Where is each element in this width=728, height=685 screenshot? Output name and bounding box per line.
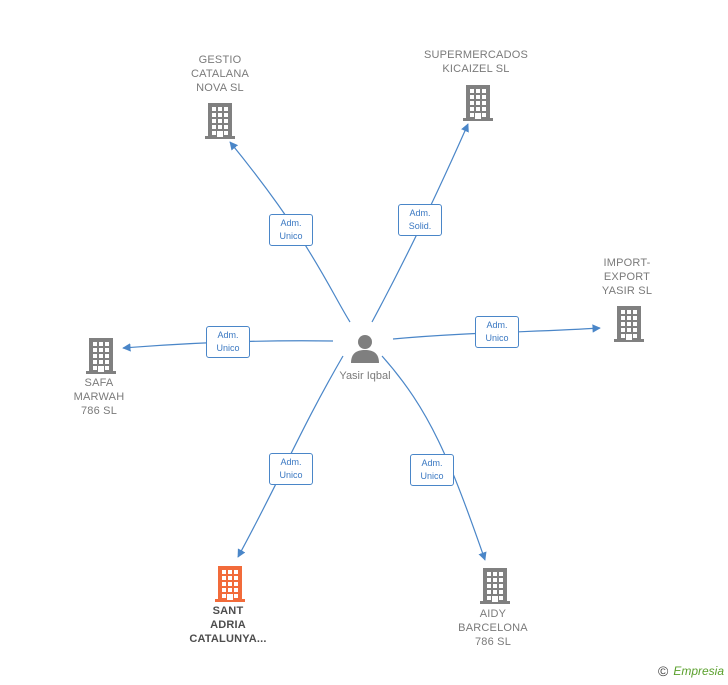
edge-aidy [381,355,487,561]
edge-gestio [229,141,351,323]
building-icon[interactable] [463,85,493,126]
role-badge-gestio: Adm. Unico [269,214,313,246]
building-icon[interactable] [205,103,235,144]
role-badge-sant: Adm. Unico [269,453,313,485]
center-person-name[interactable]: Yasir Iqbal [339,370,391,382]
brand-name[interactable]: Empresia [673,664,724,678]
role-badge-safa: Adm. Unico [206,326,250,358]
footer-brand: © Empresia [658,663,724,679]
building-icon[interactable] [215,566,245,607]
building-icon[interactable] [480,568,510,609]
role-badge-import: Adm. Unico [475,316,519,348]
building-icon[interactable] [86,338,116,379]
company-label-aidy[interactable]: AIDY BARCELONA 786 SL [458,608,528,648]
company-label-safa[interactable]: SAFA MARWAH 786 SL [73,377,125,417]
building-icon[interactable] [614,306,644,347]
role-badge-aidy: Adm. Unico [410,454,454,486]
copyright-symbol: © [657,663,669,679]
company-label-supermercados[interactable]: SUPERMERCADOS KICAIZEL SL [423,49,529,75]
person-icon[interactable] [349,333,381,370]
company-label-sant[interactable]: SANT ADRIA CATALUNYA... [189,605,267,645]
company-label-gestio[interactable]: GESTIO CATALANA NOVA SL [190,54,250,94]
role-badge-supermercados: Adm. Solid. [398,204,442,236]
company-label-import[interactable]: IMPORT- EXPORT YASIR SL [601,257,653,297]
